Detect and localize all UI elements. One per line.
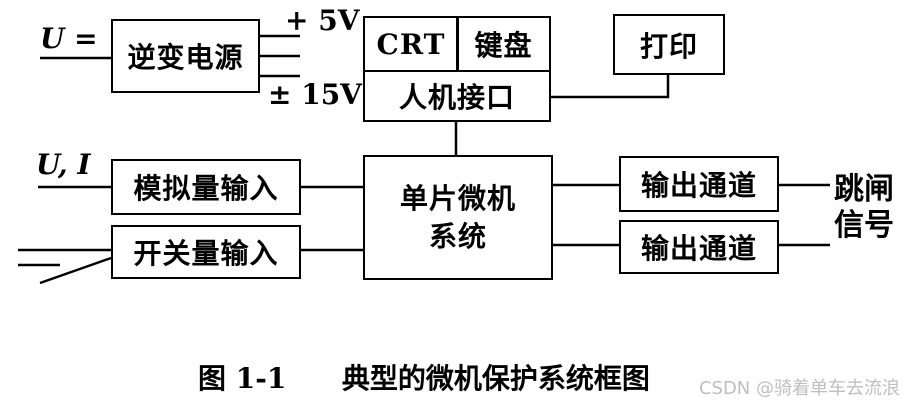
analog-input-block: 模拟量输入 [111, 159, 301, 215]
switch-input-block: 开关量输入 [111, 225, 301, 279]
hmi-block: 人机接口 [363, 70, 551, 122]
figure-caption: 图 1-1 典型的微机保护系统框图 [198, 357, 650, 397]
hmi-label: 人机接口 [398, 81, 515, 114]
figure-number: 图 1-1 [198, 362, 287, 395]
trip-signal-label: 跳闸 信号 [834, 172, 894, 244]
voltage-current-label: U, I [36, 148, 91, 181]
printer-label: 打印 [639, 29, 698, 63]
switch-input-label: 开关量输入 [133, 237, 279, 270]
trip-signal-line2: 信号 [834, 208, 894, 243]
dc-voltage-label: U = [40, 22, 98, 55]
figure-title: 典型的微机保护系统框图 [341, 362, 650, 395]
watermark: CSDN @骑着单车去流浪 [698, 378, 900, 399]
microcomputer-system-label-line2: 系统 [428, 219, 487, 253]
microcomputer-system-block: 单片微机 系统 [363, 155, 553, 280]
inverter-power-supply-block: 逆变电源 [111, 19, 260, 93]
output-channel-label-1: 输出通道 [640, 169, 757, 202]
crt-label: CRT [376, 27, 446, 61]
microcomputer-system-label-line1: 单片微机 [399, 181, 516, 215]
crt-block: CRT [363, 16, 459, 72]
pm15v-label: ± 15V [268, 78, 362, 111]
analog-input-label: 模拟量输入 [133, 172, 279, 205]
inverter-power-supply-label: 逆变电源 [127, 41, 244, 74]
output-channel-block-1: 输出通道 [619, 156, 779, 212]
plus5v-label: + 5V [285, 4, 360, 37]
trip-signal-line1: 跳闸 [834, 172, 894, 207]
printer-block: 打印 [613, 14, 725, 75]
keyboard-label: 键盘 [474, 29, 533, 62]
keyboard-block: 键盘 [456, 16, 551, 72]
output-channel-block-2: 输出通道 [619, 220, 779, 274]
output-channel-label-2: 输出通道 [640, 232, 757, 265]
